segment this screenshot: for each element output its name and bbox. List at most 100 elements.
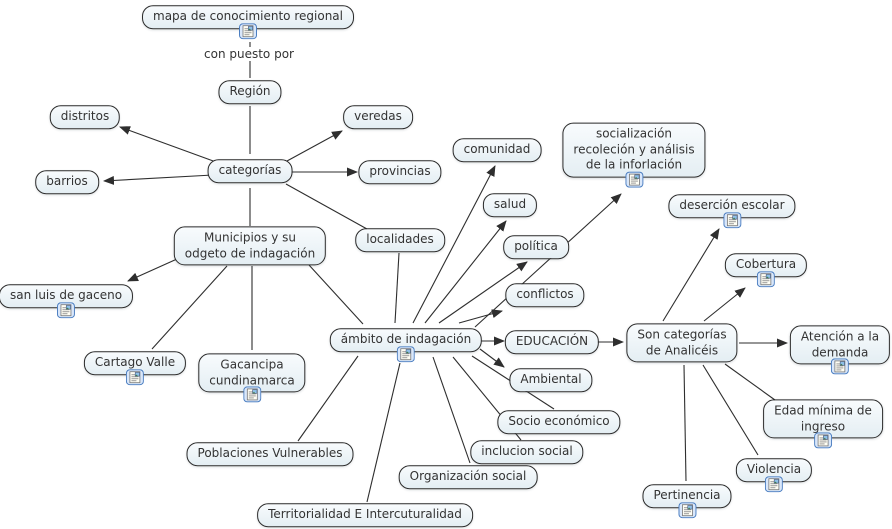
concept-node-provincias[interactable]: provincias — [358, 160, 442, 184]
resource-icon[interactable] — [831, 358, 849, 375]
concept-node-mapa[interactable]: mapa de conocimiento regional — [142, 5, 354, 39]
concept-node-comunidad[interactable]: comunidad — [452, 138, 542, 162]
concept-node-politica[interactable]: política — [503, 235, 569, 259]
node-label: EDUCACIÓN — [515, 334, 589, 349]
node-label: Edad mínima de ingreso — [774, 403, 872, 433]
concept-node-ambito[interactable]: ámbito de indagación — [329, 328, 483, 362]
connector-soncategorias-edadminima — [724, 363, 776, 401]
resource-icon[interactable] — [814, 432, 832, 449]
node-label: categorías — [218, 163, 282, 178]
concept-node-territorialidad[interactable]: Territorialidad E Intercuturalidad — [257, 503, 473, 527]
node-label: barrios — [46, 174, 88, 189]
connector-ambito-conflictos — [458, 309, 503, 324]
concept-node-municipios[interactable]: Municipios y su odgeto de indagación — [173, 226, 327, 266]
connector-ambito-salud — [424, 220, 507, 324]
concept-node-cobertura[interactable]: Cobertura — [724, 253, 808, 287]
node-label: Atención a la demanda — [800, 329, 880, 359]
node-label: localidades — [366, 232, 434, 247]
concept-node-barrios[interactable]: barrios — [35, 170, 99, 194]
concept-node-socializacion[interactable]: socialización recoleción y análisis de l… — [562, 122, 706, 188]
concept-node-edadminima[interactable]: Edad mínima de ingreso — [763, 399, 883, 449]
linking-phrase-lp1[interactable]: con puesto por — [200, 47, 298, 61]
node-label: Territorialidad E Intercuturalidad — [268, 507, 462, 522]
concept-node-ambiental[interactable]: Ambiental — [509, 368, 593, 392]
node-label: san luis de gaceno — [9, 288, 123, 303]
connector-ambito-territorialidad — [366, 362, 401, 503]
node-label: veredas — [354, 109, 402, 124]
resource-icon[interactable] — [756, 270, 775, 287]
node-label: ámbito de indagación — [340, 332, 472, 347]
concept-node-categorias[interactable]: categorías — [207, 159, 293, 183]
node-label: deserción escolar — [679, 198, 785, 213]
resource-icon[interactable] — [126, 368, 144, 385]
node-label: Gacancipa cundinamarca — [209, 357, 295, 387]
node-label: Son categorías de Analicéis — [637, 327, 727, 357]
concept-node-conflictos[interactable]: conflictos — [505, 283, 585, 307]
connector-ambito-socializacion — [474, 193, 622, 328]
concept-node-pertinencia[interactable]: Pertinencia — [642, 484, 732, 518]
concept-node-poblaciones[interactable]: Poblaciones Vulnerables — [186, 442, 354, 466]
concept-node-violencia[interactable]: Violencia — [735, 458, 813, 492]
node-label: provincias — [369, 164, 431, 179]
connector-localidades-ambito — [394, 252, 400, 324]
connector-soncategorias-desercion — [662, 228, 720, 322]
node-label: política — [514, 239, 558, 254]
concept-node-sanluis[interactable]: san luis de gaceno — [0, 284, 134, 318]
concept-node-desercion[interactable]: deserción escolar — [668, 194, 796, 228]
connector-soncategorias-violencia — [702, 364, 759, 456]
concept-node-inclucion[interactable]: inclucion social — [470, 440, 584, 464]
concept-node-gacancipa[interactable]: Gacancipa cundinamarca — [198, 353, 306, 403]
concept-node-atencion[interactable]: Atención a la demanda — [789, 325, 891, 375]
node-label: Cartago Valle — [94, 355, 176, 370]
node-label: Organización social — [409, 469, 527, 484]
connector-ambito-poblaciones — [297, 355, 359, 442]
node-label: inclucion social — [481, 444, 573, 459]
resource-icon[interactable] — [56, 301, 75, 318]
connector-soncategorias-cobertura — [703, 287, 746, 322]
concept-node-soncategorias[interactable]: Son categorías de Analicéis — [626, 323, 738, 363]
connector-categorias-barrios — [103, 174, 214, 185]
resource-icon[interactable] — [624, 171, 643, 188]
node-label: distritos — [60, 109, 110, 124]
connector-categorias-localidades — [285, 183, 368, 230]
connector-ambito-politica — [438, 261, 528, 324]
resource-icon[interactable] — [242, 386, 261, 403]
connector-municipios-sanluis — [127, 258, 178, 282]
node-label: conflictos — [516, 287, 574, 302]
concept-node-socioeconomico[interactable]: Socio económico — [497, 410, 621, 434]
concept-node-cartago[interactable]: Cartago Valle — [83, 351, 187, 385]
connector-categorias-distritos — [119, 126, 217, 163]
node-label: Región — [229, 84, 271, 99]
concept-node-veredas[interactable]: veredas — [343, 105, 413, 129]
node-label: Socio económico — [508, 414, 610, 429]
connector-ambito-organizacion — [432, 356, 471, 464]
concept-node-localidades[interactable]: localidades — [355, 228, 445, 252]
connector-ambito-comunidad — [412, 165, 496, 324]
node-label: mapa de conocimiento regional — [153, 9, 343, 24]
connector-soncategorias-pertinencia — [683, 364, 687, 482]
connector-categorias-veredas — [286, 130, 343, 162]
node-label: Ambiental — [520, 372, 582, 387]
connector-municipios-ambito — [308, 264, 364, 325]
node-label: Poblaciones Vulnerables — [197, 446, 343, 461]
node-label: Pertinencia — [653, 488, 721, 503]
concept-node-salud[interactable]: salud — [482, 193, 538, 217]
connector-ambito-ambiental — [479, 348, 505, 368]
concept-node-distritos[interactable]: distritos — [49, 105, 121, 129]
resource-icon[interactable] — [238, 22, 257, 39]
concept-node-region[interactable]: Región — [218, 80, 282, 104]
node-label: comunidad — [463, 142, 531, 157]
node-label: socialización recoleción y análisis de l… — [573, 126, 695, 172]
node-label: Cobertura — [735, 257, 797, 272]
concept-node-educacion[interactable]: EDUCACIÓN — [504, 330, 600, 354]
concept-node-organizacion[interactable]: Organización social — [398, 465, 538, 489]
resource-icon[interactable] — [764, 475, 783, 492]
resource-icon[interactable] — [397, 345, 415, 362]
resource-icon[interactable] — [722, 211, 741, 228]
resource-icon[interactable] — [677, 501, 696, 518]
node-label: Violencia — [746, 462, 802, 477]
node-label: salud — [493, 197, 527, 212]
